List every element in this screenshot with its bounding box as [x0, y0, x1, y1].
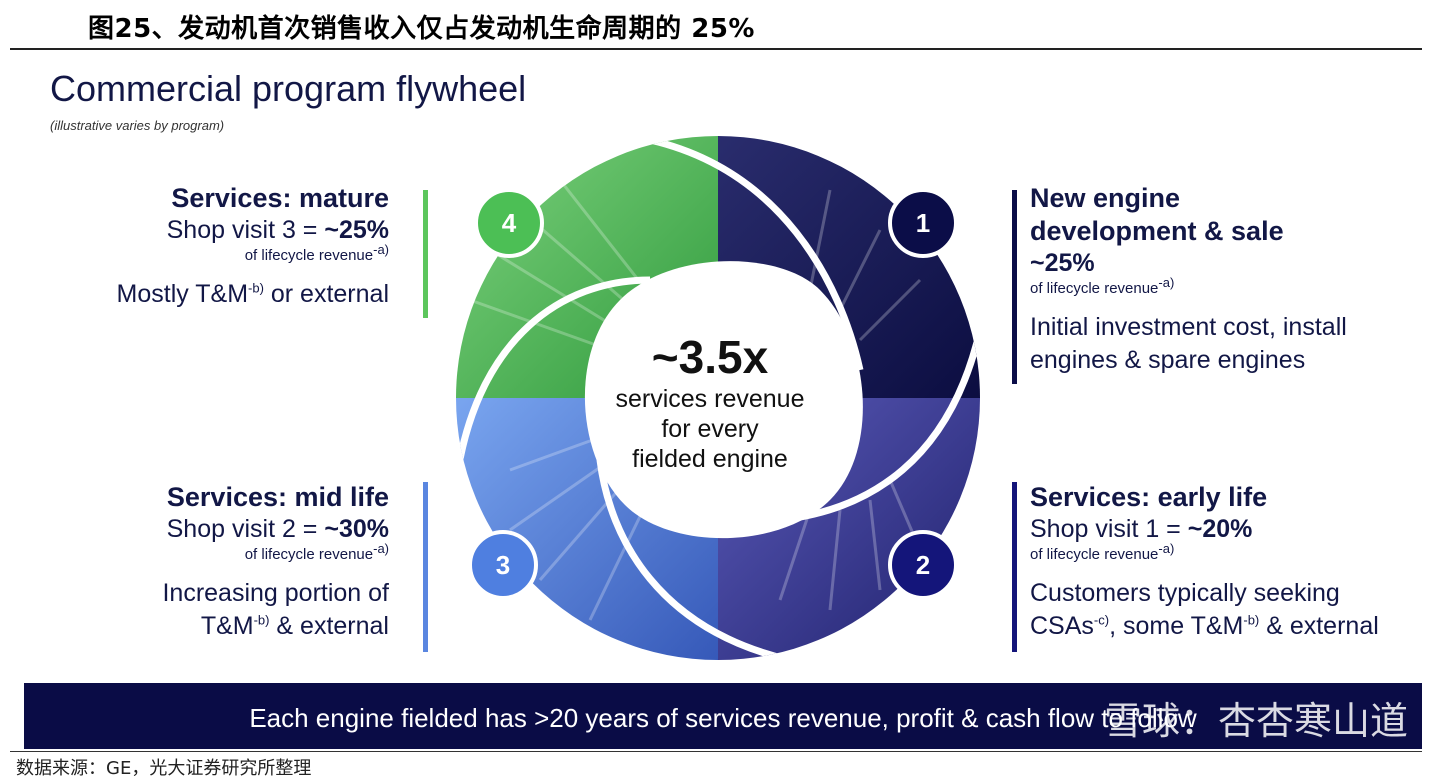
stage-mid-life: Services: mid life Shop visit 2 = ~30% o… — [59, 481, 409, 643]
badge-stage-4: 4 — [474, 188, 544, 258]
stage-new-engine-heading-1: New engine — [1030, 183, 1181, 213]
stage-new-engine-desc: Initial investment cost, install engines… — [1030, 313, 1347, 374]
footer-band: Each engine fielded has >20 years of ser… — [24, 683, 1422, 749]
accent-bar-mature — [423, 190, 428, 318]
accent-bar-new-engine — [1012, 190, 1017, 384]
stage-mid-life-note: of lifecycle revenue-a) — [244, 541, 389, 563]
stage-new-engine-note: of lifecycle revenue-a) — [1030, 275, 1175, 297]
stage-early-life: Services: early life Shop visit 1 = ~20%… — [1016, 481, 1450, 643]
stage-mature-note: of lifecycle revenue-a) — [244, 242, 389, 264]
stage-early-life-heading: Services: early life — [1030, 482, 1268, 512]
stage-mature-visit: Shop visit 3 = ~25% — [166, 216, 389, 244]
badge-stage-2: 2 — [888, 530, 958, 600]
slide-title: Commercial program flywheel — [50, 68, 527, 109]
figure-title: 图25、发动机首次销售收入仅占发动机生命周期的 25% — [88, 14, 755, 44]
stage-mid-life-desc: Increasing portion of T&M-b) & external — [162, 579, 389, 640]
watermark: 雪球：杏杏寒山道 — [1103, 699, 1408, 743]
badge-stage-1: 1 — [888, 188, 958, 258]
stage-mature: Services: mature Shop visit 3 = ~25% of … — [59, 182, 409, 311]
top-rule — [10, 48, 1422, 50]
bottom-rule — [10, 751, 1422, 752]
stage-new-engine: New engine development & sale ~25% of li… — [1016, 182, 1450, 377]
stage-mid-life-visit: Shop visit 2 = ~30% — [166, 515, 389, 543]
stage-early-life-note: of lifecycle revenue-a) — [1030, 541, 1175, 563]
center-blob — [584, 261, 863, 539]
slide-subtitle: (illustrative varies by program) — [50, 118, 225, 133]
stage-mid-life-heading: Services: mid life — [166, 482, 389, 512]
center-line-2: for every — [661, 415, 759, 443]
badge-stage-3: 3 — [468, 530, 538, 600]
accent-bar-early-life — [1012, 482, 1017, 652]
stage-early-life-visit: Shop visit 1 = ~20% — [1030, 515, 1253, 543]
footer-text: Each engine fielded has >20 years of ser… — [249, 703, 1197, 733]
stage-new-engine-pct: ~25% — [1030, 249, 1095, 277]
stage-mature-heading: Services: mature — [171, 183, 389, 213]
stage-mature-desc: Mostly T&M-b) or external — [116, 280, 389, 308]
center-multiplier: ~3.5x — [651, 331, 769, 383]
center-line-1: services revenue — [615, 385, 805, 413]
source-note: 数据来源：GE，光大证券研究所整理 — [16, 758, 312, 779]
accent-bar-mid-life — [423, 482, 428, 652]
center-label: ~3.5x services revenue for every fielded… — [600, 330, 820, 474]
stage-new-engine-heading-2: development & sale — [1030, 216, 1284, 246]
center-line-3: fielded engine — [632, 445, 788, 473]
stage-early-life-desc: Customers typically seeking CSAs-c), som… — [1030, 579, 1379, 640]
